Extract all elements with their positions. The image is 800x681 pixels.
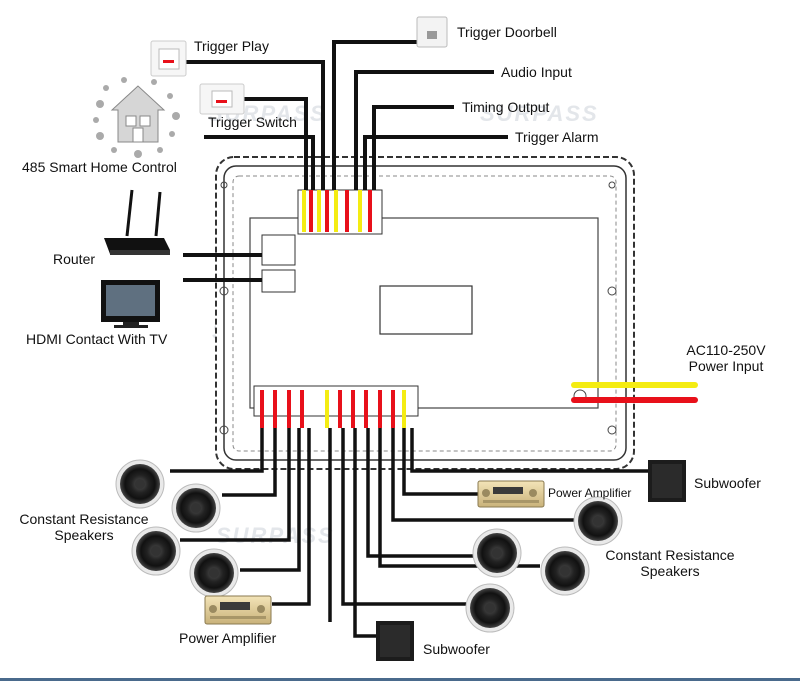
power-wires	[571, 382, 698, 403]
label-power-input-line2: Power Input	[688, 358, 764, 374]
label-router: Router	[53, 251, 96, 267]
label-trigger-play: Trigger Play	[194, 38, 269, 54]
label-trigger-switch: Trigger Switch	[208, 114, 297, 130]
trigger-play-icon	[150, 40, 187, 77]
label-speakers-right: Constant Resistance Speakers	[592, 547, 748, 579]
label-hdmi: HDMI Contact With TV	[26, 331, 168, 347]
power-amplifier-icon	[477, 480, 545, 508]
speaker-icon	[131, 526, 181, 576]
label-timing-output: Timing Output	[462, 99, 550, 115]
ceiling-speakers	[115, 459, 623, 633]
subwoofer-icon	[376, 621, 414, 661]
speaker-icon	[472, 528, 522, 578]
top-terminal-colored	[302, 190, 372, 232]
smart-home-icon	[93, 77, 180, 158]
speaker-icon	[171, 483, 221, 533]
bottom-wires	[170, 428, 650, 638]
label-speakers-left-line1: Constant Resistance	[19, 511, 149, 527]
trigger-switch-icon	[199, 83, 245, 115]
label-audio-input: Audio Input	[501, 64, 572, 80]
label-speakers-left: Constant Resistance Speakers	[6, 511, 162, 543]
subwoofer-icon	[648, 460, 686, 502]
label-trigger-alarm: Trigger Alarm	[515, 129, 599, 145]
power-amplifier-icon	[204, 595, 272, 625]
label-smart-home: 485 Smart Home Control	[22, 159, 177, 175]
speaker-icon	[115, 459, 165, 509]
label-sub-right: Subwoofer	[694, 475, 761, 491]
speaker-icon	[189, 548, 239, 598]
label-amp-right: Power Amplifier	[548, 486, 632, 500]
bottom-terminal-colored	[260, 390, 406, 428]
top-wires	[183, 40, 508, 282]
tv-icon	[101, 280, 160, 328]
watermark: SURPASS	[216, 523, 335, 548]
router-icon	[104, 189, 170, 255]
speaker-icon	[465, 583, 515, 633]
speaker-icon	[540, 546, 590, 596]
label-power-input: AC110-250V Power Input	[680, 342, 772, 374]
label-speakers-right-line2: Speakers	[640, 563, 700, 579]
watermark: SURPASS	[480, 101, 599, 126]
label-sub-bottom: Subwoofer	[423, 641, 490, 657]
label-power-input-line1: AC110-250V	[686, 342, 766, 358]
label-trigger-doorbell: Trigger Doorbell	[457, 24, 557, 40]
trigger-doorbell-icon	[416, 16, 448, 48]
bottom-border	[0, 678, 800, 681]
label-speakers-right-line1: Constant Resistance	[605, 547, 735, 563]
label-amp-left: Power Amplifier	[179, 630, 277, 646]
control-panel	[215, 156, 635, 470]
label-speakers-left-line2: Speakers	[54, 527, 114, 543]
speaker-icon	[573, 496, 623, 546]
